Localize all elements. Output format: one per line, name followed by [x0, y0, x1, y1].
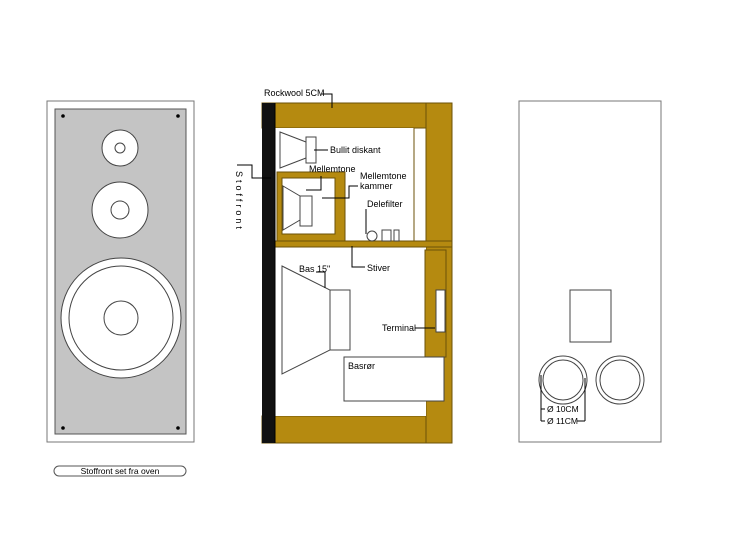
chamber-label-line2: kammer — [360, 181, 393, 191]
leader-line — [351, 246, 365, 268]
leader-line — [306, 176, 322, 191]
leader-line — [237, 164, 271, 179]
midrange-label: Mellemtone — [309, 164, 356, 174]
rockwool-label: Rockwool 5CM — [264, 88, 325, 98]
woofer-cone-icon — [281, 265, 351, 375]
tweeter-label: Bullit diskant — [330, 145, 381, 155]
back-view: Ø 10CM Ø 11CM — [518, 100, 662, 443]
screw-icon — [61, 114, 65, 118]
tweeter-driver-icon — [101, 129, 139, 167]
crossover-label: Delefilter — [367, 199, 403, 209]
port-right-icon — [595, 355, 645, 405]
stoffront-label: Stoffront — [234, 171, 244, 232]
leader-line — [322, 185, 358, 199]
terminal-cutout — [569, 289, 612, 343]
cabinet-bottom-wall — [261, 415, 453, 444]
brace-label: Stiver — [367, 263, 390, 273]
screw-icon — [176, 426, 180, 430]
woofer-label: Bas 15" — [299, 264, 330, 274]
bass-port-label: Basrør — [348, 361, 375, 371]
screw-icon — [61, 426, 65, 430]
leader-line — [316, 271, 326, 288]
midrange-cone-icon — [282, 185, 313, 231]
tweeter-cone-icon — [279, 131, 317, 169]
rockwool-lining — [413, 127, 427, 244]
screw-icon — [176, 114, 180, 118]
front-view: Stoffront set fra oven — [46, 100, 195, 477]
port-outer-label: Ø 11CM — [547, 416, 578, 426]
brace-shelf — [274, 240, 453, 248]
terminal-plate — [435, 289, 446, 333]
fabric-front — [262, 103, 275, 443]
front-caption: Stoffront set fra oven — [81, 466, 160, 476]
woofer-driver-icon — [60, 257, 182, 379]
midrange-driver-icon — [91, 181, 149, 239]
port-inner-label: Ø 10CM — [547, 404, 579, 414]
port-left-icon — [538, 355, 588, 405]
side-view: Rockwool 5CM Stoffront Bullit diskant Me… — [234, 88, 453, 444]
crossover-icon — [366, 229, 400, 242]
chamber-label-line1: Mellemtone — [360, 171, 407, 181]
terminal-label: Terminal — [382, 323, 416, 333]
leader-line — [322, 93, 333, 108]
bass-port — [343, 356, 445, 402]
fabric-front-topview — [53, 465, 187, 477]
cabinet-top-wall — [261, 102, 453, 129]
